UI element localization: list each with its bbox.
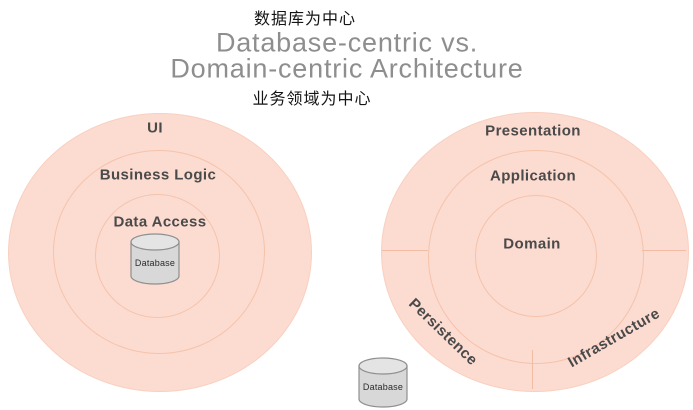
right-inner-ring (475, 195, 597, 317)
chinese-caption-top: 数据库为中心 (253, 11, 357, 28)
layer-label-ui: UI (147, 119, 163, 137)
sector-divider-right (642, 250, 686, 251)
layer-label-application: Application (489, 167, 577, 185)
right-middle-ring (428, 150, 644, 364)
main-title-line-1: Database-centric vs. (215, 27, 479, 58)
sector-divider-bottom (532, 350, 533, 389)
layer-label-domain: Domain (503, 235, 561, 253)
layer-label-presentation: Presentation (485, 122, 581, 140)
main-title-line-2: Domain-centric Architecture (170, 53, 524, 84)
left-middle-ring (53, 150, 265, 354)
database-label: Database (134, 258, 176, 269)
chinese-caption-bottom: 业务领域为中心 (252, 91, 372, 108)
sector-divider-left (382, 250, 428, 251)
layer-label-data-access: Data Access (113, 213, 207, 231)
database-cylinder-icon: Database (130, 233, 180, 285)
database-label: Database (362, 381, 404, 392)
external-database-cylinder-icon: Database (358, 357, 408, 408)
layer-label-business-logic: Business Logic (99, 166, 217, 184)
left-inner-ring (95, 194, 220, 318)
